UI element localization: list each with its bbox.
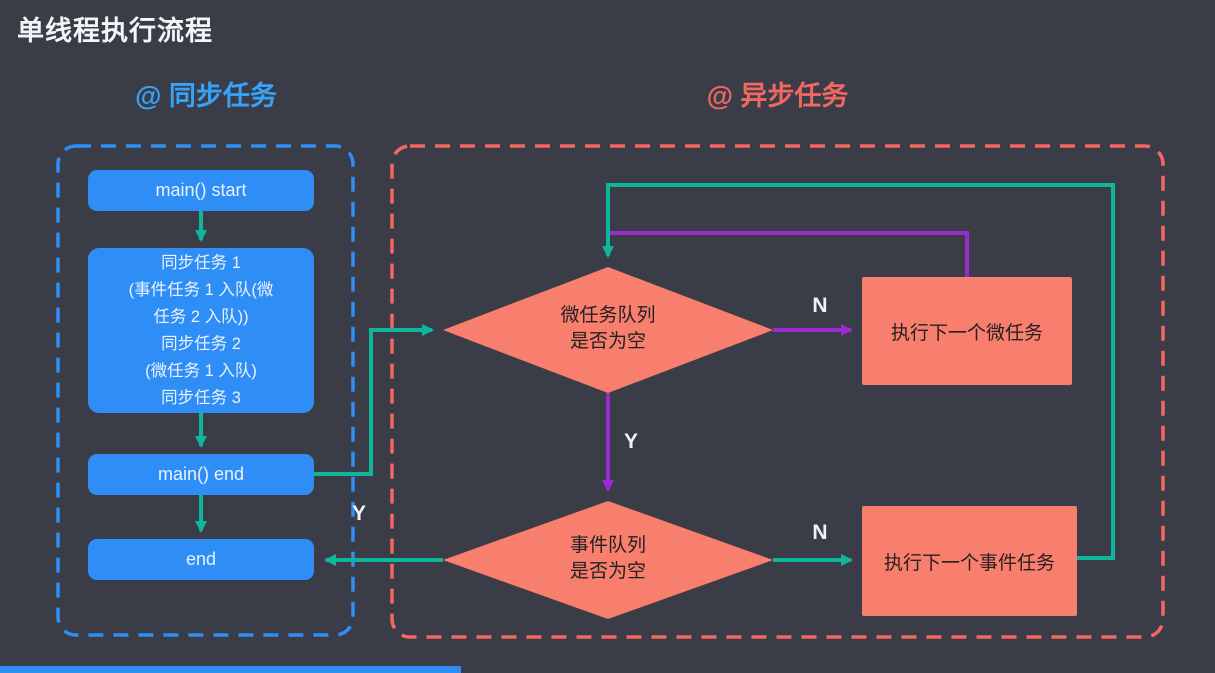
sync-task-line: 同步任务 3 <box>161 388 241 407</box>
node-run-next-microtask: 执行下一个微任务 <box>862 277 1072 385</box>
run-next-microtask-label: 执行下一个微任务 <box>890 322 1043 344</box>
node-run-next-event-task: 执行下一个事件任务 <box>862 506 1077 616</box>
node-sync-tasks: 同步任务 1 (事件任务 1 入队(微 任务 2 入队)) 同步任务 2 (微任… <box>88 248 314 413</box>
node-main-start: main() start <box>88 170 314 211</box>
edge-label-micro-empty: Y <box>623 430 638 453</box>
edge-label-event-not-empty: N <box>812 521 828 544</box>
page-title: 单线程执行流程 <box>17 16 213 46</box>
node-end-label: end <box>185 549 217 569</box>
sync-task-line: 同步任务 2 <box>161 334 241 353</box>
sync-task-line: (微任务 1 入队) <box>145 361 257 380</box>
run-next-event-task-label: 执行下一个事件任务 <box>883 552 1055 574</box>
video-progress-bar[interactable] <box>0 666 461 673</box>
node-main-start-label: main() start <box>155 180 247 200</box>
sync-section-label: @ 同步任务 <box>135 81 277 111</box>
async-section-label: @ 异步任务 <box>706 81 849 111</box>
edge-run-micro-loop-back <box>610 231 969 277</box>
edge-label-micro-not-empty: N <box>812 294 828 317</box>
sync-task-line: 任务 2 入队)) <box>153 307 249 326</box>
node-end: end <box>88 539 314 580</box>
edge-main-end-to-micro-check <box>314 324 434 476</box>
decision-event-queue-label: 事件队列 是否为空 <box>569 535 646 582</box>
node-main-end: main() end <box>88 454 314 495</box>
node-main-end-label: main() end <box>157 464 245 484</box>
decision-micro-queue-label: 微任务队列 是否为空 <box>560 305 656 352</box>
edge-label-event-empty: Y <box>351 502 366 525</box>
sync-task-line: 同步任务 1 <box>161 253 241 272</box>
sync-task-line: (事件任务 1 入队(微 <box>128 280 274 299</box>
